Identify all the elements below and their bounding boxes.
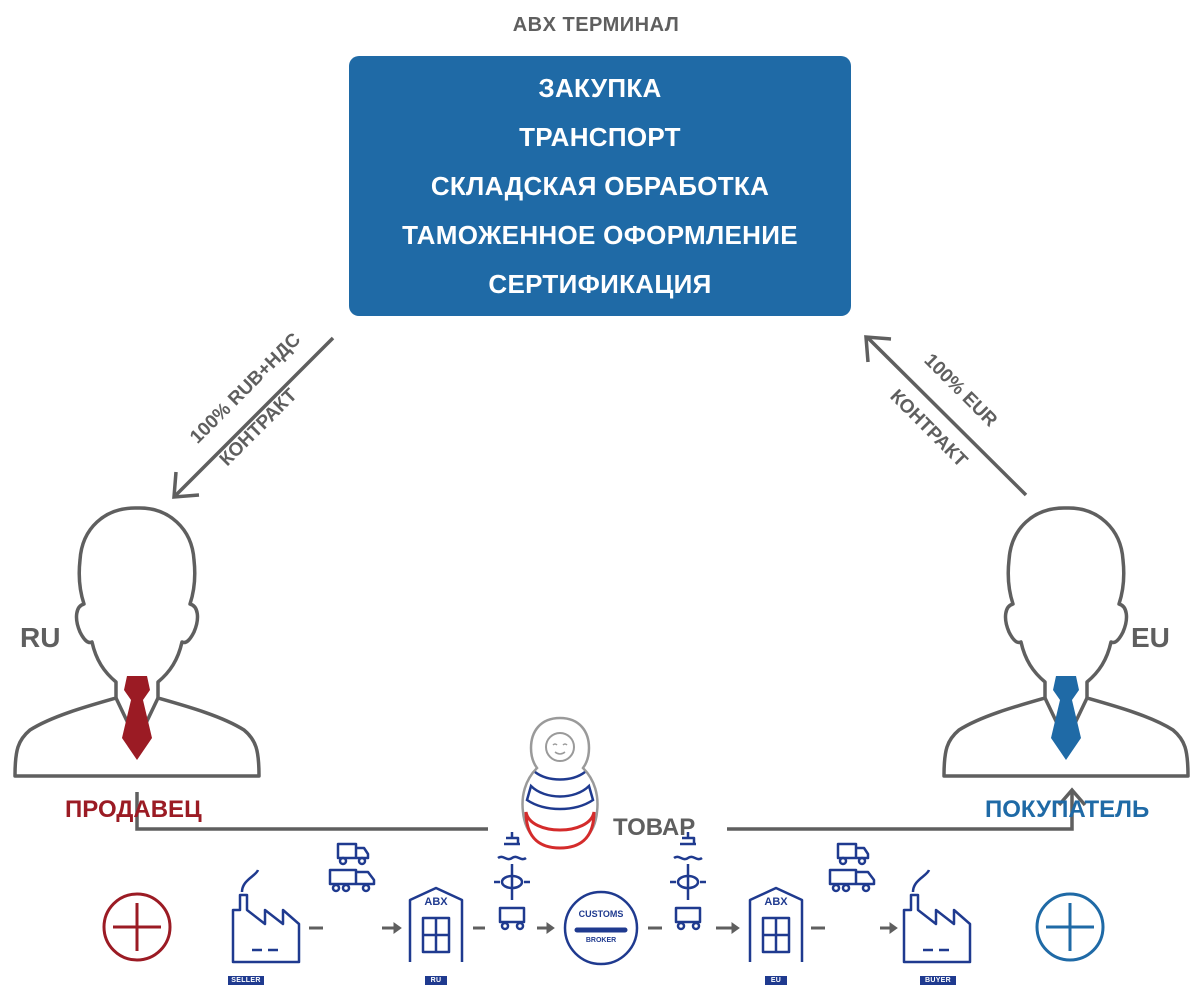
buyer-tag: BUYER <box>920 976 956 985</box>
customs-text: CUSTOMS <box>578 909 624 919</box>
truck-icon <box>336 842 370 866</box>
warehouse-ru-icon <box>408 886 464 962</box>
warehouse-eu-icon <box>748 886 804 962</box>
arrow-to-ru-head <box>172 471 200 499</box>
buyer-plus-icon <box>1035 892 1105 962</box>
seller-tag: SELLER <box>228 976 264 985</box>
ru-tag: RU <box>425 976 447 985</box>
chain-arrow-icon <box>889 922 898 934</box>
truck-icon <box>328 868 376 893</box>
truck-icon <box>836 842 870 866</box>
goods-line-left <box>135 792 488 831</box>
seller-plus-icon <box>102 892 172 962</box>
service-item: ЗАКУПКА <box>538 72 662 103</box>
buyer-factory-icon <box>902 869 972 964</box>
ru-tie-icon <box>122 676 152 760</box>
goods-label: ТОВАР <box>613 814 696 841</box>
chain-arrow-icon <box>731 922 740 934</box>
chain-arrow-icon <box>393 922 402 934</box>
goods-arrow-head <box>1057 787 1087 807</box>
arrow-to-ru <box>174 336 335 497</box>
eu-tag: EU <box>765 976 787 985</box>
service-item: СКЛАДСКАЯ ОБРАБОТКА <box>430 170 770 201</box>
eu-tie-icon <box>1051 676 1081 760</box>
warehouse-ru-text: ABX <box>424 896 448 908</box>
party-eu-label: EU <box>1131 622 1170 653</box>
service-item: ТРАНСПОРТ <box>519 121 681 152</box>
buyer-label: ПОКУПАТЕЛЬ <box>985 796 1150 823</box>
arrow-to-terminal <box>866 336 1028 497</box>
customs-broker-icon <box>563 890 639 966</box>
seller-factory-icon <box>231 869 301 964</box>
seller-label: ПРОДАВЕЦ <box>65 796 202 823</box>
broker-text: BROKER <box>585 937 617 944</box>
warehouse-eu-text: ABX <box>764 896 788 908</box>
services-box: ЗАКУПКА ТРАНСПОРТ СКЛАДСКАЯ ОБРАБОТКА ТА… <box>349 56 851 316</box>
service-item: СЕРТИФИКАЦИЯ <box>488 268 712 299</box>
party-ru-label: RU <box>20 622 61 653</box>
chain-arrow-icon <box>546 922 555 934</box>
ship-plane-truck-icon <box>670 832 706 931</box>
goods-line-right <box>727 790 1074 831</box>
matryoshka-icon <box>521 716 599 850</box>
truck-icon <box>828 868 876 893</box>
terminal-title: ABX ТЕРМИНАЛ <box>512 14 680 36</box>
service-item: ТАМОЖЕННОЕ ОФОРМЛЕНИЕ <box>402 219 798 250</box>
ship-plane-truck-icon <box>494 832 530 931</box>
arrow-to-terminal-head <box>864 335 892 363</box>
